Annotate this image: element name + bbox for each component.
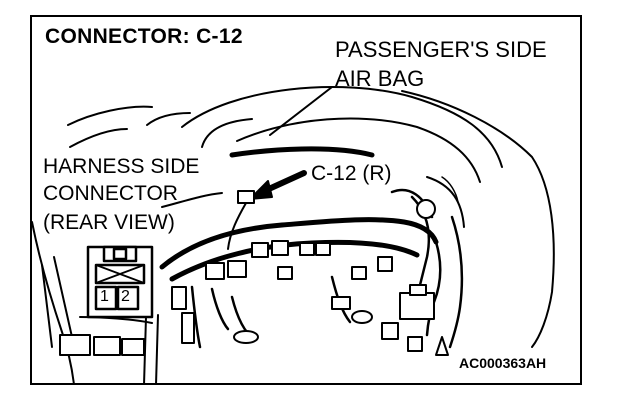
harness-label-line2: CONNECTOR <box>43 182 178 205</box>
harness-label-line1: HARNESS SIDE <box>43 155 200 178</box>
reference-code: AC000363AH <box>457 355 549 371</box>
connector-title: CONNECTOR: C-12 <box>45 25 243 48</box>
connector-id-label: C-12 (R) <box>311 162 392 185</box>
c12-connector-body <box>237 190 255 204</box>
diagram-frame: CONNECTOR: C-12 PASSENGER'S SIDE AIR BAG… <box>30 15 582 385</box>
leader-lines <box>161 86 333 208</box>
connector-pointer-arrow <box>249 170 307 200</box>
harness-connectors <box>205 240 435 352</box>
grommet <box>416 199 436 219</box>
airbag-callout-line2: AIR BAG <box>335 66 425 91</box>
harness-connector-rear-view <box>86 245 154 319</box>
airbag-harness-line <box>229 146 375 158</box>
terminal-1-label: 1 <box>100 288 109 305</box>
harness-label-line3: (REAR VIEW) <box>43 211 175 234</box>
lower-left-components <box>59 286 449 383</box>
airbag-callout-line1: PASSENGER'S SIDE <box>335 37 547 62</box>
terminal-2-label: 2 <box>121 288 130 305</box>
dashboard-wiring-illustration <box>32 86 555 383</box>
